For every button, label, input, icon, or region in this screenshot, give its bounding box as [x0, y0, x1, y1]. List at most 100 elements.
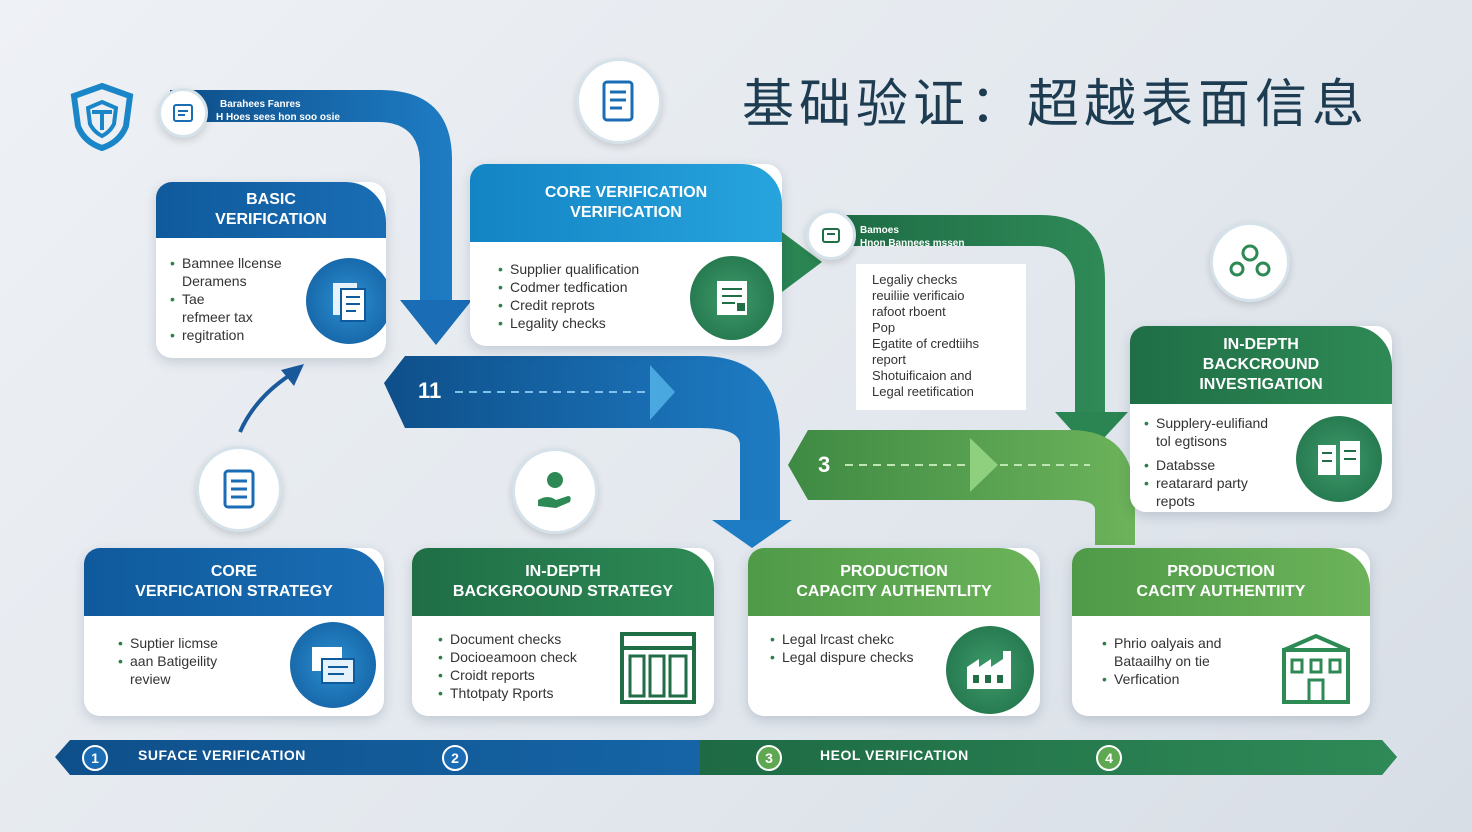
- card-basic-body: Bamnee llcense Deramens Tae refmeer tax …: [156, 238, 386, 354]
- card-core-strategy-icon-circle: [290, 622, 376, 708]
- floating-checklist-circle: [196, 446, 282, 532]
- card-item: Codmer tedfication: [498, 278, 768, 296]
- card-core-header: CORE VERIFICATION VERIFICATION: [470, 164, 782, 242]
- factory-icon: [967, 651, 1011, 689]
- pill-blue-icon-circle: [158, 88, 208, 138]
- green-middle-inner-arrow: [970, 438, 998, 492]
- timeline-step-4: 4: [1096, 745, 1122, 771]
- small-up-arrow-head: [281, 364, 304, 386]
- floating-people-circle: [1210, 222, 1290, 302]
- card-title-line: BACKCROUND: [1202, 356, 1320, 373]
- card-title-line: VERIFICATION: [215, 211, 327, 228]
- card-item: tol egtisons: [1156, 433, 1227, 449]
- storefront-icon: [620, 632, 696, 704]
- card-production-1-icon-circle: [946, 626, 1034, 714]
- card-item: Document checks: [438, 630, 700, 648]
- card-core-icon-circle: [690, 256, 774, 340]
- card-item: regitration: [170, 326, 372, 344]
- pill-green-line-2: Hnon Bannees mssen: [860, 238, 965, 249]
- pill-blue-line-1: Barahees Fanres: [220, 99, 301, 110]
- card-item: Bataailhy on tie: [1114, 653, 1210, 669]
- timeline-step-3: 3: [756, 745, 782, 771]
- card-item: Legal lrcast chekc: [770, 630, 1026, 648]
- timeline-label-3: HEOL VERIFICATION: [820, 747, 969, 763]
- checklist-item: Shotuificaion and: [872, 368, 972, 383]
- card-production-capacity-1: PRODUCTION CAPACITY AUTHENTLITY Legal lr…: [748, 548, 1040, 716]
- card-item: repots: [1156, 493, 1195, 509]
- card-title-line: IN-DEPTH: [525, 563, 601, 580]
- pill-green-line-1: Bamoes: [860, 225, 899, 236]
- page-title: 基础验证：超越表面信息: [742, 75, 1370, 135]
- timeline-label-1: SUFACE VERIFICATION: [138, 747, 306, 763]
- card-in-depth-strategy-header: IN-DEPTH BACKGROOUND STRATEGY: [412, 548, 714, 616]
- card-item: Docioeamoon check: [438, 648, 700, 666]
- people-icon: [1229, 244, 1271, 277]
- card-title-line: INVESTIGATION: [1199, 376, 1323, 393]
- papers-icon: [312, 647, 355, 684]
- folder-icon: [822, 228, 840, 243]
- card-in-depth-icon-circle: [1296, 416, 1382, 502]
- small-up-arrow: [238, 373, 292, 433]
- card-title-line: IN-DEPTH: [1223, 336, 1299, 353]
- timeline-step-2: 2: [442, 745, 468, 771]
- card-item: aan Batigeility: [118, 652, 370, 670]
- card-item: Croidt reports: [438, 666, 700, 684]
- card-title-line: CACITY AUTHENTIITY: [1136, 583, 1306, 600]
- card-production-1-header: PRODUCTION CAPACITY AUTHENTLITY: [748, 548, 1040, 616]
- card-production-2-body: Phrio oalyais and Bataailhy on tie Verfi…: [1072, 616, 1370, 698]
- card-item: review: [130, 671, 171, 687]
- card-item: Phrio oalyais and: [1102, 634, 1356, 652]
- card-title-line: PRODUCTION: [840, 563, 948, 580]
- card-item: Bamnee llcense: [170, 254, 372, 272]
- card-title-line: BASIC: [246, 191, 296, 208]
- card-title-line: VERFICATION STRATEGY: [135, 583, 333, 600]
- floating-checklist: Legaliy checks reuiliie verificaio rafoo…: [856, 264, 1026, 410]
- pill-green-icon-circle: [806, 210, 856, 260]
- card-item: Supplier qualification: [498, 260, 768, 278]
- shield-logo-icon: [70, 82, 134, 152]
- card-in-depth-strategy: IN-DEPTH BACKGROOUND STRATEGY Document c…: [412, 548, 714, 716]
- card-item: Databsse: [1144, 456, 1378, 474]
- green-side-arrow: [782, 232, 822, 292]
- hand-coin-icon: [538, 472, 571, 508]
- floating-hand-circle: [512, 448, 598, 534]
- card-item: Thtotpaty Rports: [438, 684, 700, 702]
- id-card-icon: [173, 104, 193, 122]
- checklist-item: Egatite of credtiihs: [872, 336, 979, 351]
- card-title-line: CORE VERIFICATION: [544, 184, 708, 201]
- clipboard-icon: [223, 469, 255, 509]
- card-item: refmeer tax: [182, 309, 253, 325]
- card-title-line: PRODUCTION: [1167, 563, 1275, 580]
- card-title-line: VERIFICATION: [570, 204, 682, 221]
- checklist-item: report: [872, 352, 906, 367]
- card-production-1-body: Legal lrcast chekc Legal dispure checks: [748, 616, 1040, 676]
- report-icon: [717, 281, 747, 315]
- checklist-item: Pop: [872, 320, 896, 335]
- floating-document-circle: [576, 58, 662, 144]
- checklist-item: Legal reetification: [872, 384, 974, 399]
- blue-middle-arrow: [384, 356, 780, 520]
- card-core-body: Supplier qualification Codmer tedficatio…: [470, 242, 782, 342]
- card-title-line: BACKGROOUND STRATEGY: [452, 583, 674, 600]
- card-basic-icon-circle: [306, 258, 386, 344]
- arrow-step-one-number: 11: [418, 378, 442, 403]
- timeline-band-green: [700, 740, 1397, 775]
- card-item: Supplery-eulifiand: [1144, 414, 1378, 432]
- card-item: Legality checks: [498, 314, 768, 332]
- arrow-step-three-number: 3: [818, 452, 831, 477]
- card-core-strategy-header: CORE VERFICATION STRATEGY: [84, 548, 384, 616]
- card-item: Deramens: [182, 273, 247, 289]
- card-in-depth-investigation: IN-DEPTH BACKCROUND INVESTIGATION Supple…: [1130, 326, 1392, 512]
- blue-top-arrow-head: [400, 300, 472, 345]
- document-stack-icon: [333, 283, 366, 322]
- card-production-2-header: PRODUCTION CACITY AUTHENTIITY: [1072, 548, 1370, 616]
- card-production-capacity-2: PRODUCTION CACITY AUTHENTIITY Phrio oaly…: [1072, 548, 1370, 716]
- green-top-arrow-head: [1055, 412, 1128, 452]
- card-core-verification: CORE VERIFICATION VERIFICATION Supplier …: [470, 164, 782, 346]
- building-icon: [1282, 633, 1350, 704]
- blue-middle-arrow-head: [712, 520, 792, 548]
- card-item: reatarard party: [1144, 474, 1378, 492]
- card-basic-header: BASIC VERIFICATION: [156, 182, 386, 238]
- card-in-depth-strategy-body: Document checks Docioeamoon check Croidt…: [412, 616, 714, 712]
- green-middle-arrow: [788, 430, 1135, 545]
